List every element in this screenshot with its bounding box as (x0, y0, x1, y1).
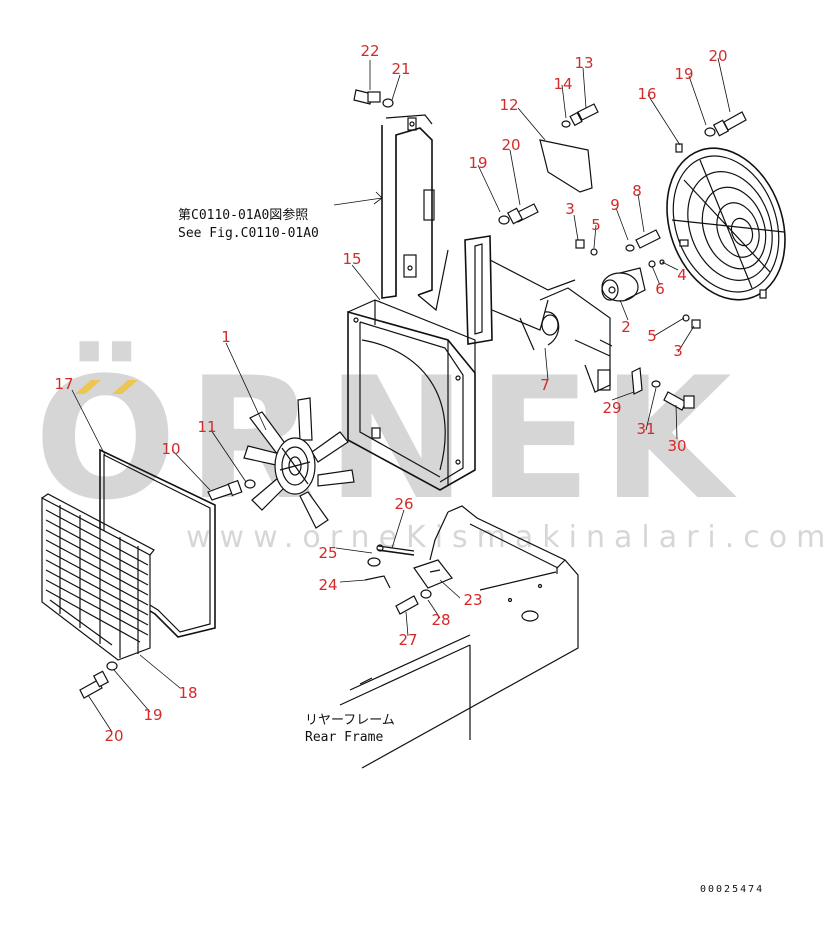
motor-bolt (575, 229, 701, 329)
rear-frame (339, 505, 579, 769)
callout-18: 18 (178, 684, 197, 702)
fan-guard (666, 143, 786, 301)
callout-20-bottom: 20 (104, 727, 123, 745)
callout-19-bottom: 19 (143, 706, 162, 724)
callout-11: 11 (197, 418, 216, 436)
callout-30: 30 (667, 437, 686, 455)
guard-bolt (704, 111, 747, 137)
fan-bolt (207, 479, 256, 501)
clip-bracket (631, 367, 695, 411)
callout-2: 2 (621, 318, 631, 336)
grille-bolt (79, 661, 118, 699)
callout-26: 26 (394, 495, 413, 513)
callout-23: 23 (463, 591, 482, 609)
callout-20-middle: 20 (501, 136, 520, 154)
callout-27: 27 (398, 631, 417, 649)
callout-4: 4 (677, 266, 687, 284)
callout-15: 15 (342, 250, 361, 268)
top-bolt (353, 89, 394, 108)
rear-frame-label-en: Rear Frame (305, 730, 383, 745)
callout-10: 10 (161, 440, 180, 458)
reference-notes: 第C0110-01A0図参照 See Fig.C0110-01A0 リヤーフレー… (178, 207, 764, 895)
watermark-accent-right (112, 380, 138, 394)
callout-13: 13 (574, 54, 593, 72)
callout-3-bottom: 3 (673, 342, 683, 360)
watermark-url: www.orneKismakinalari.com.tr (186, 520, 827, 555)
fan-shroud (347, 299, 476, 491)
callout-14: 14 (553, 75, 572, 93)
callout-29: 29 (602, 399, 621, 417)
bracket-bolt (498, 203, 539, 225)
side-bracket (381, 114, 449, 312)
watermark-accent-left (75, 380, 101, 394)
cover-plate (539, 139, 593, 193)
callout-17: 17 (54, 375, 73, 393)
callout-24: 24 (318, 576, 337, 594)
plate-bolt (561, 103, 599, 128)
callout-3-top: 3 (565, 200, 575, 218)
leader-lines (71, 57, 731, 733)
callout-6: 6 (655, 280, 665, 298)
watermark: ÖRNEK www.orneKismakinalari.com.tr (34, 341, 827, 555)
see-fig-note-jp: 第C0110-01A0図参照 (178, 207, 308, 223)
see-fig-note-en: See Fig.C0110-01A0 (178, 226, 319, 241)
callout-25: 25 (318, 544, 337, 562)
callout-20-top: 20 (708, 47, 727, 65)
stay-rod (364, 544, 453, 615)
callout-labels: 1 2 3 3 4 5 5 6 7 8 9 10 11 12 13 14 15 … (54, 42, 727, 745)
fan-motor (601, 267, 646, 302)
callout-5-top: 5 (591, 216, 601, 234)
callout-12: 12 (499, 96, 518, 114)
callout-1: 1 (221, 328, 231, 346)
callout-16: 16 (637, 85, 656, 103)
callout-5-bottom: 5 (647, 327, 657, 345)
callout-22: 22 (360, 42, 379, 60)
callout-8: 8 (632, 182, 642, 200)
callout-19-middle: 19 (468, 154, 487, 172)
callout-28: 28 (431, 611, 450, 629)
rear-frame-label-jp: リヤーフレーム (305, 713, 395, 728)
callout-9: 9 (610, 196, 620, 214)
callout-21: 21 (391, 60, 410, 78)
cooling-fan (243, 397, 355, 529)
motor-bracket (464, 235, 613, 393)
callout-7: 7 (540, 376, 550, 394)
callout-31: 31 (636, 420, 655, 438)
drawing-code: 00025474 (700, 884, 764, 895)
callout-19-top: 19 (674, 65, 693, 83)
watermark-brand: ÖRNEK (34, 341, 742, 537)
front-grille (41, 493, 155, 661)
